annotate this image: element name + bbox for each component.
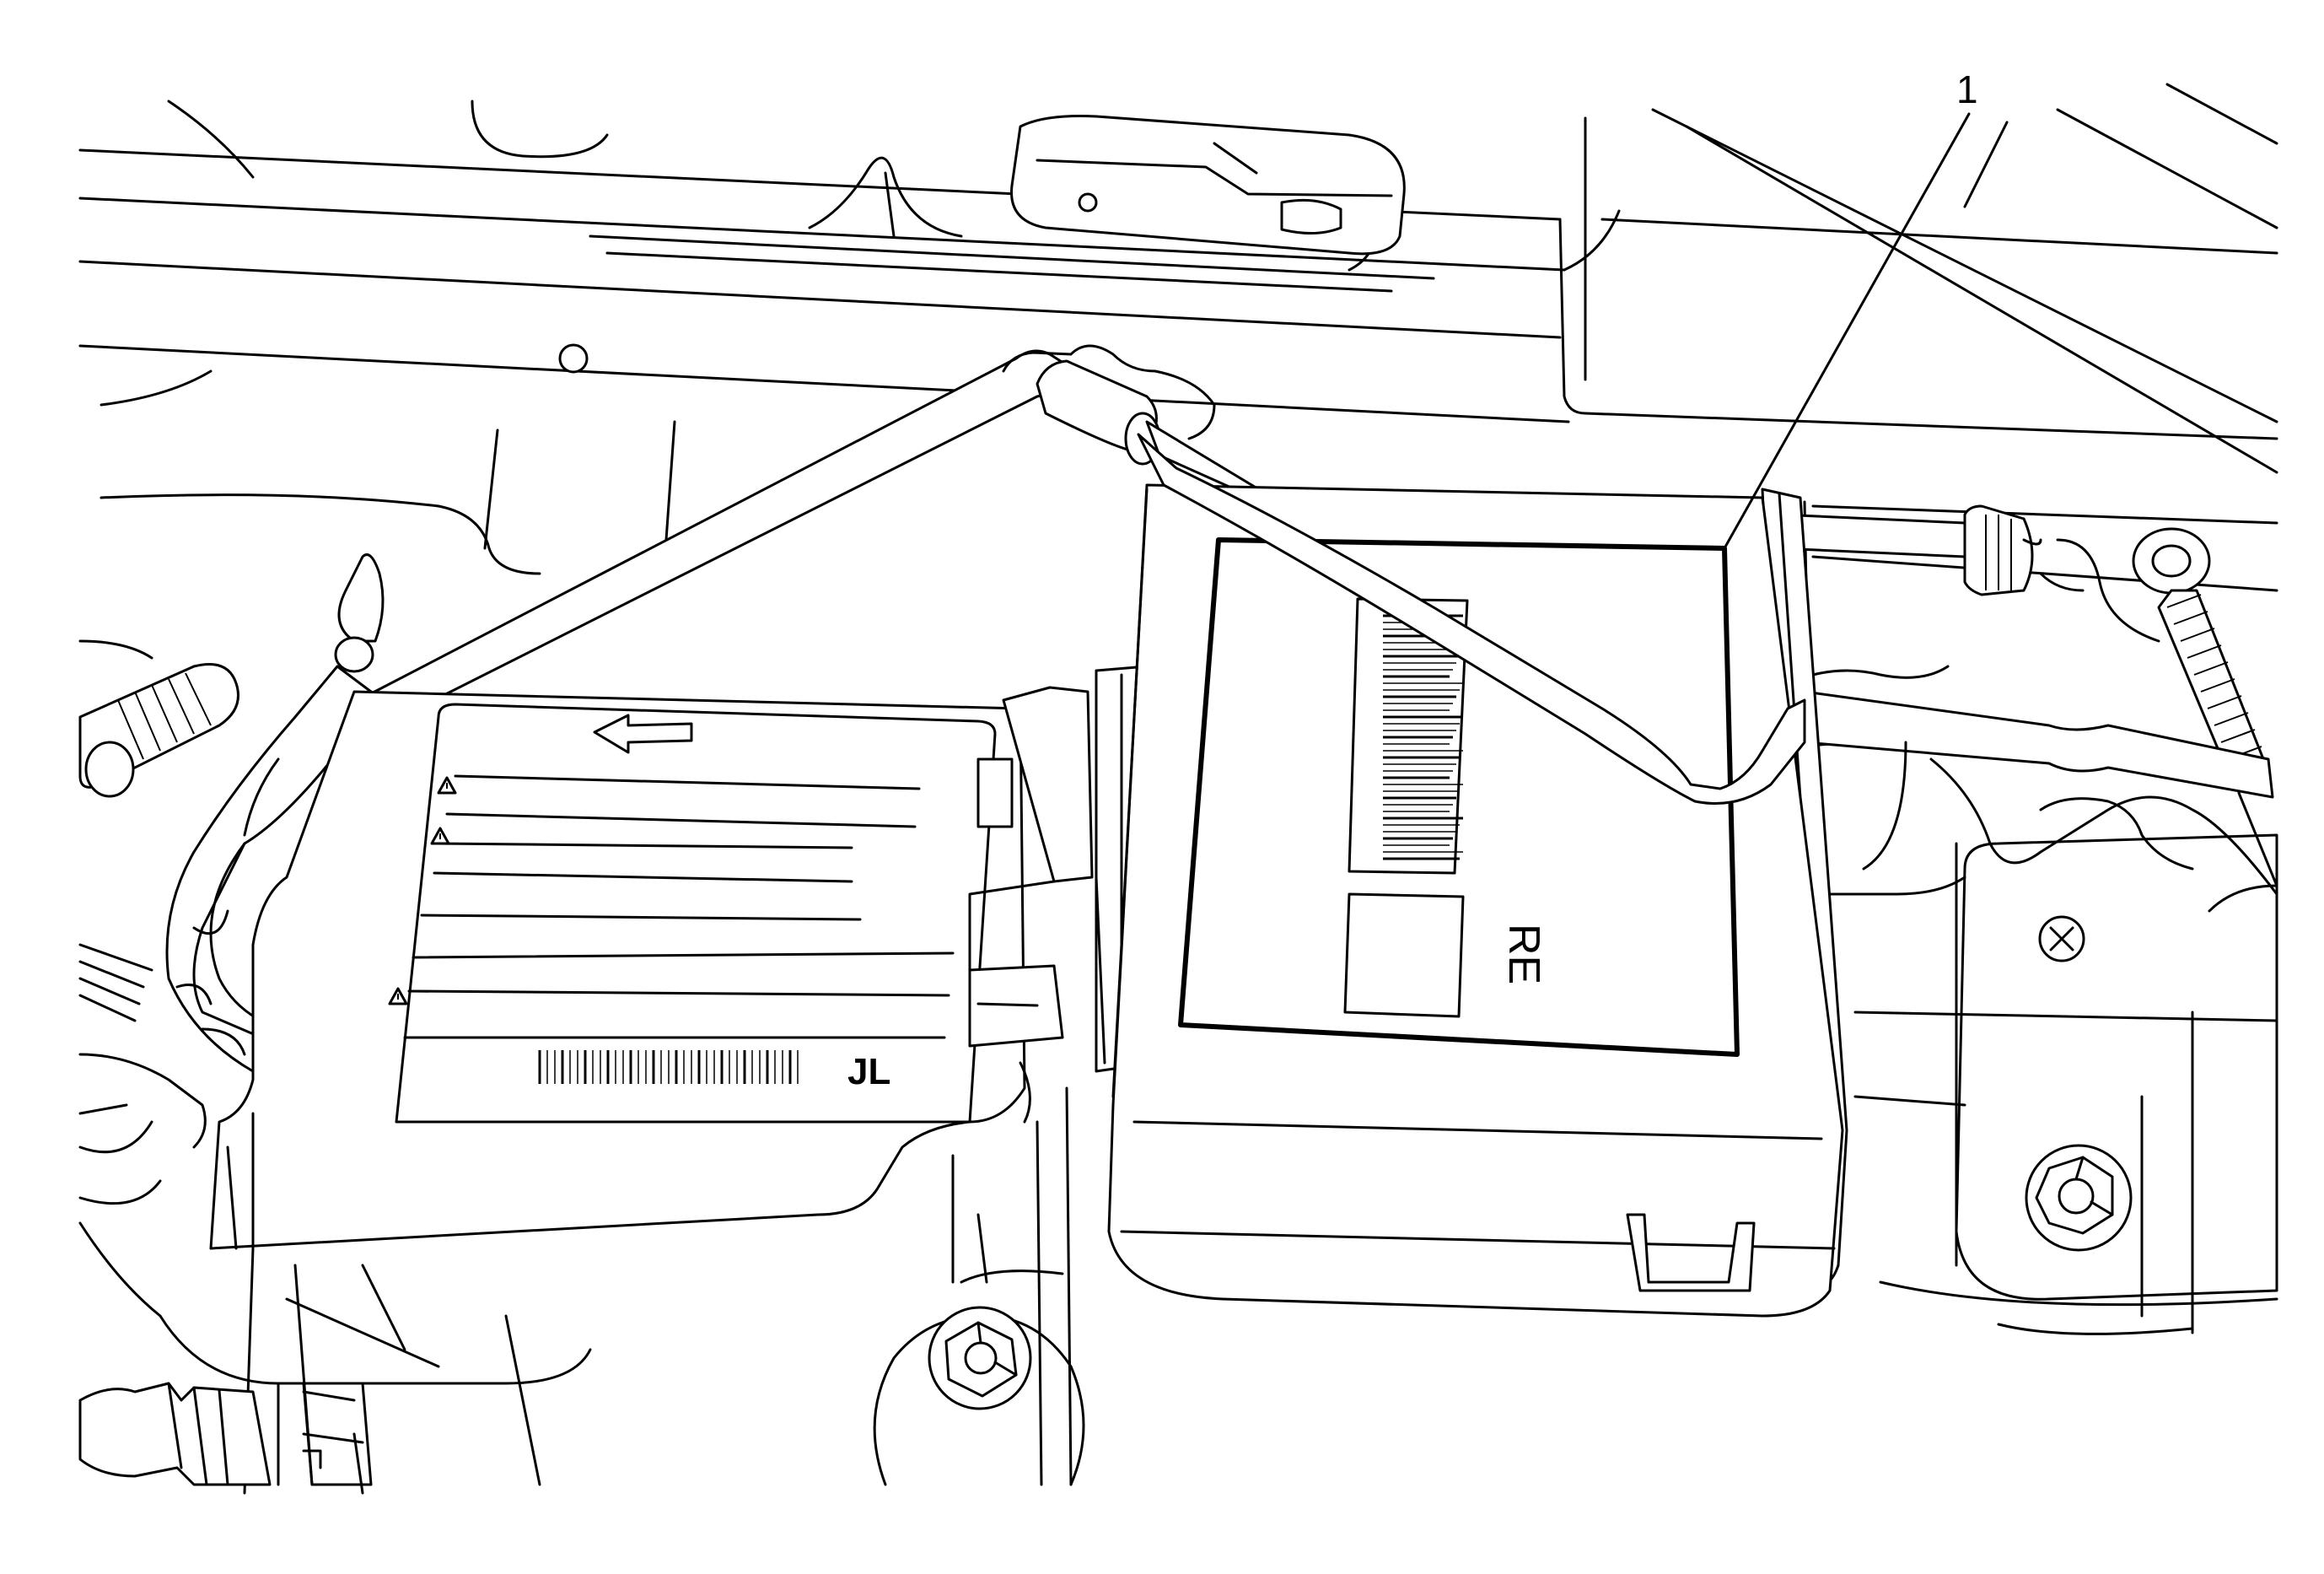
module-left-label: JL (847, 1051, 890, 1092)
callout-leader-line (1723, 112, 1971, 550)
callout-1: 1 (1723, 67, 1978, 550)
module-right: RE (1107, 483, 1848, 1318)
center-nut (873, 1306, 1085, 1486)
warning-icon (437, 776, 457, 795)
spring-coils (2166, 594, 2269, 777)
warning-icon (430, 827, 450, 845)
warning-icon (388, 987, 408, 1005)
upper-cross-member (78, 83, 2278, 660)
arrow-left-icon (593, 714, 693, 754)
module-right-label: RE (1499, 924, 1548, 984)
harness-over-module (1137, 433, 1806, 805)
barcode-left (538, 1050, 799, 1084)
callout-number: 1 (1956, 67, 1978, 111)
spring-stud (2132, 527, 2278, 887)
lower-left-components (78, 663, 592, 1495)
